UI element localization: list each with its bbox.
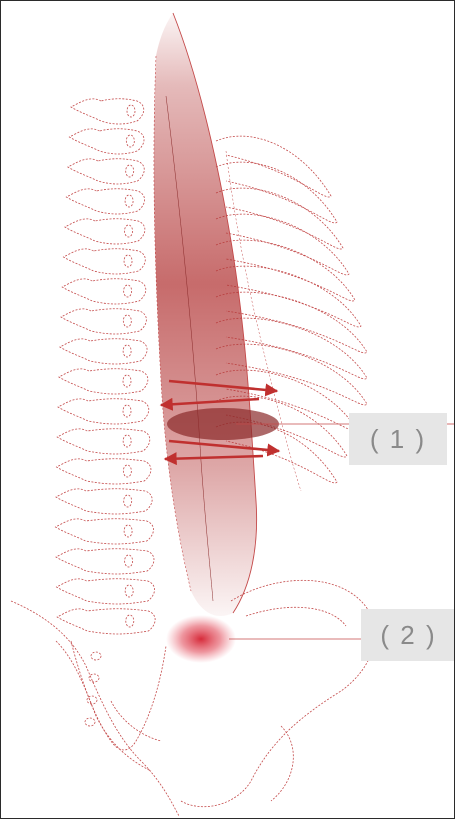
vertebra	[59, 369, 148, 394]
rib	[216, 214, 349, 275]
callout-label-2: ( 2 )	[361, 609, 455, 661]
rib	[216, 136, 331, 197]
vertebra-process	[123, 405, 131, 417]
vertebra	[60, 339, 147, 364]
vertebra-process	[126, 135, 134, 147]
vertebra	[69, 129, 144, 154]
vertebra	[57, 429, 150, 454]
vertebra	[56, 549, 154, 574]
vertebra	[56, 489, 152, 514]
psoas-muscle	[154, 13, 301, 616]
vertebra	[57, 609, 155, 634]
sacral-foramen	[91, 652, 101, 660]
callout-label-1: ( 1 )	[349, 413, 447, 465]
vertebra-process	[123, 345, 131, 357]
vertebra-process	[123, 465, 131, 477]
vertebra-process	[124, 285, 132, 297]
vertebra-process	[125, 195, 133, 207]
vertebra	[62, 279, 146, 304]
vertebra-process	[124, 255, 132, 267]
vertebra-process	[123, 375, 131, 387]
vertebra-process	[124, 495, 132, 507]
vertebra	[71, 99, 144, 124]
vertebra-process	[126, 615, 134, 627]
callout-label-2-text: ( 2 )	[380, 620, 436, 651]
sacral-foramen	[87, 696, 97, 704]
sacral-foramen	[89, 674, 99, 682]
callout-label-1-text: ( 1 )	[370, 424, 426, 455]
vertebra-process	[123, 435, 131, 447]
sacral-foramen	[85, 718, 95, 726]
vertebra	[57, 459, 151, 484]
vertebra-process	[127, 105, 135, 117]
vertebra-process	[123, 315, 131, 327]
vertebra-process	[126, 165, 134, 177]
vertebra	[61, 309, 146, 334]
trigger-point-spot	[166, 615, 236, 663]
vertebra	[64, 249, 146, 274]
spine-vertebrae	[56, 99, 166, 750]
vertebra-process	[125, 225, 133, 237]
vertebra-process	[125, 585, 133, 597]
vertebra	[58, 399, 149, 424]
vertebra-process	[125, 555, 133, 567]
vertebra	[68, 159, 144, 184]
vertebra	[56, 519, 154, 544]
sacrum	[71, 641, 166, 750]
vertebra	[57, 579, 155, 604]
vertebra-process	[124, 525, 132, 537]
